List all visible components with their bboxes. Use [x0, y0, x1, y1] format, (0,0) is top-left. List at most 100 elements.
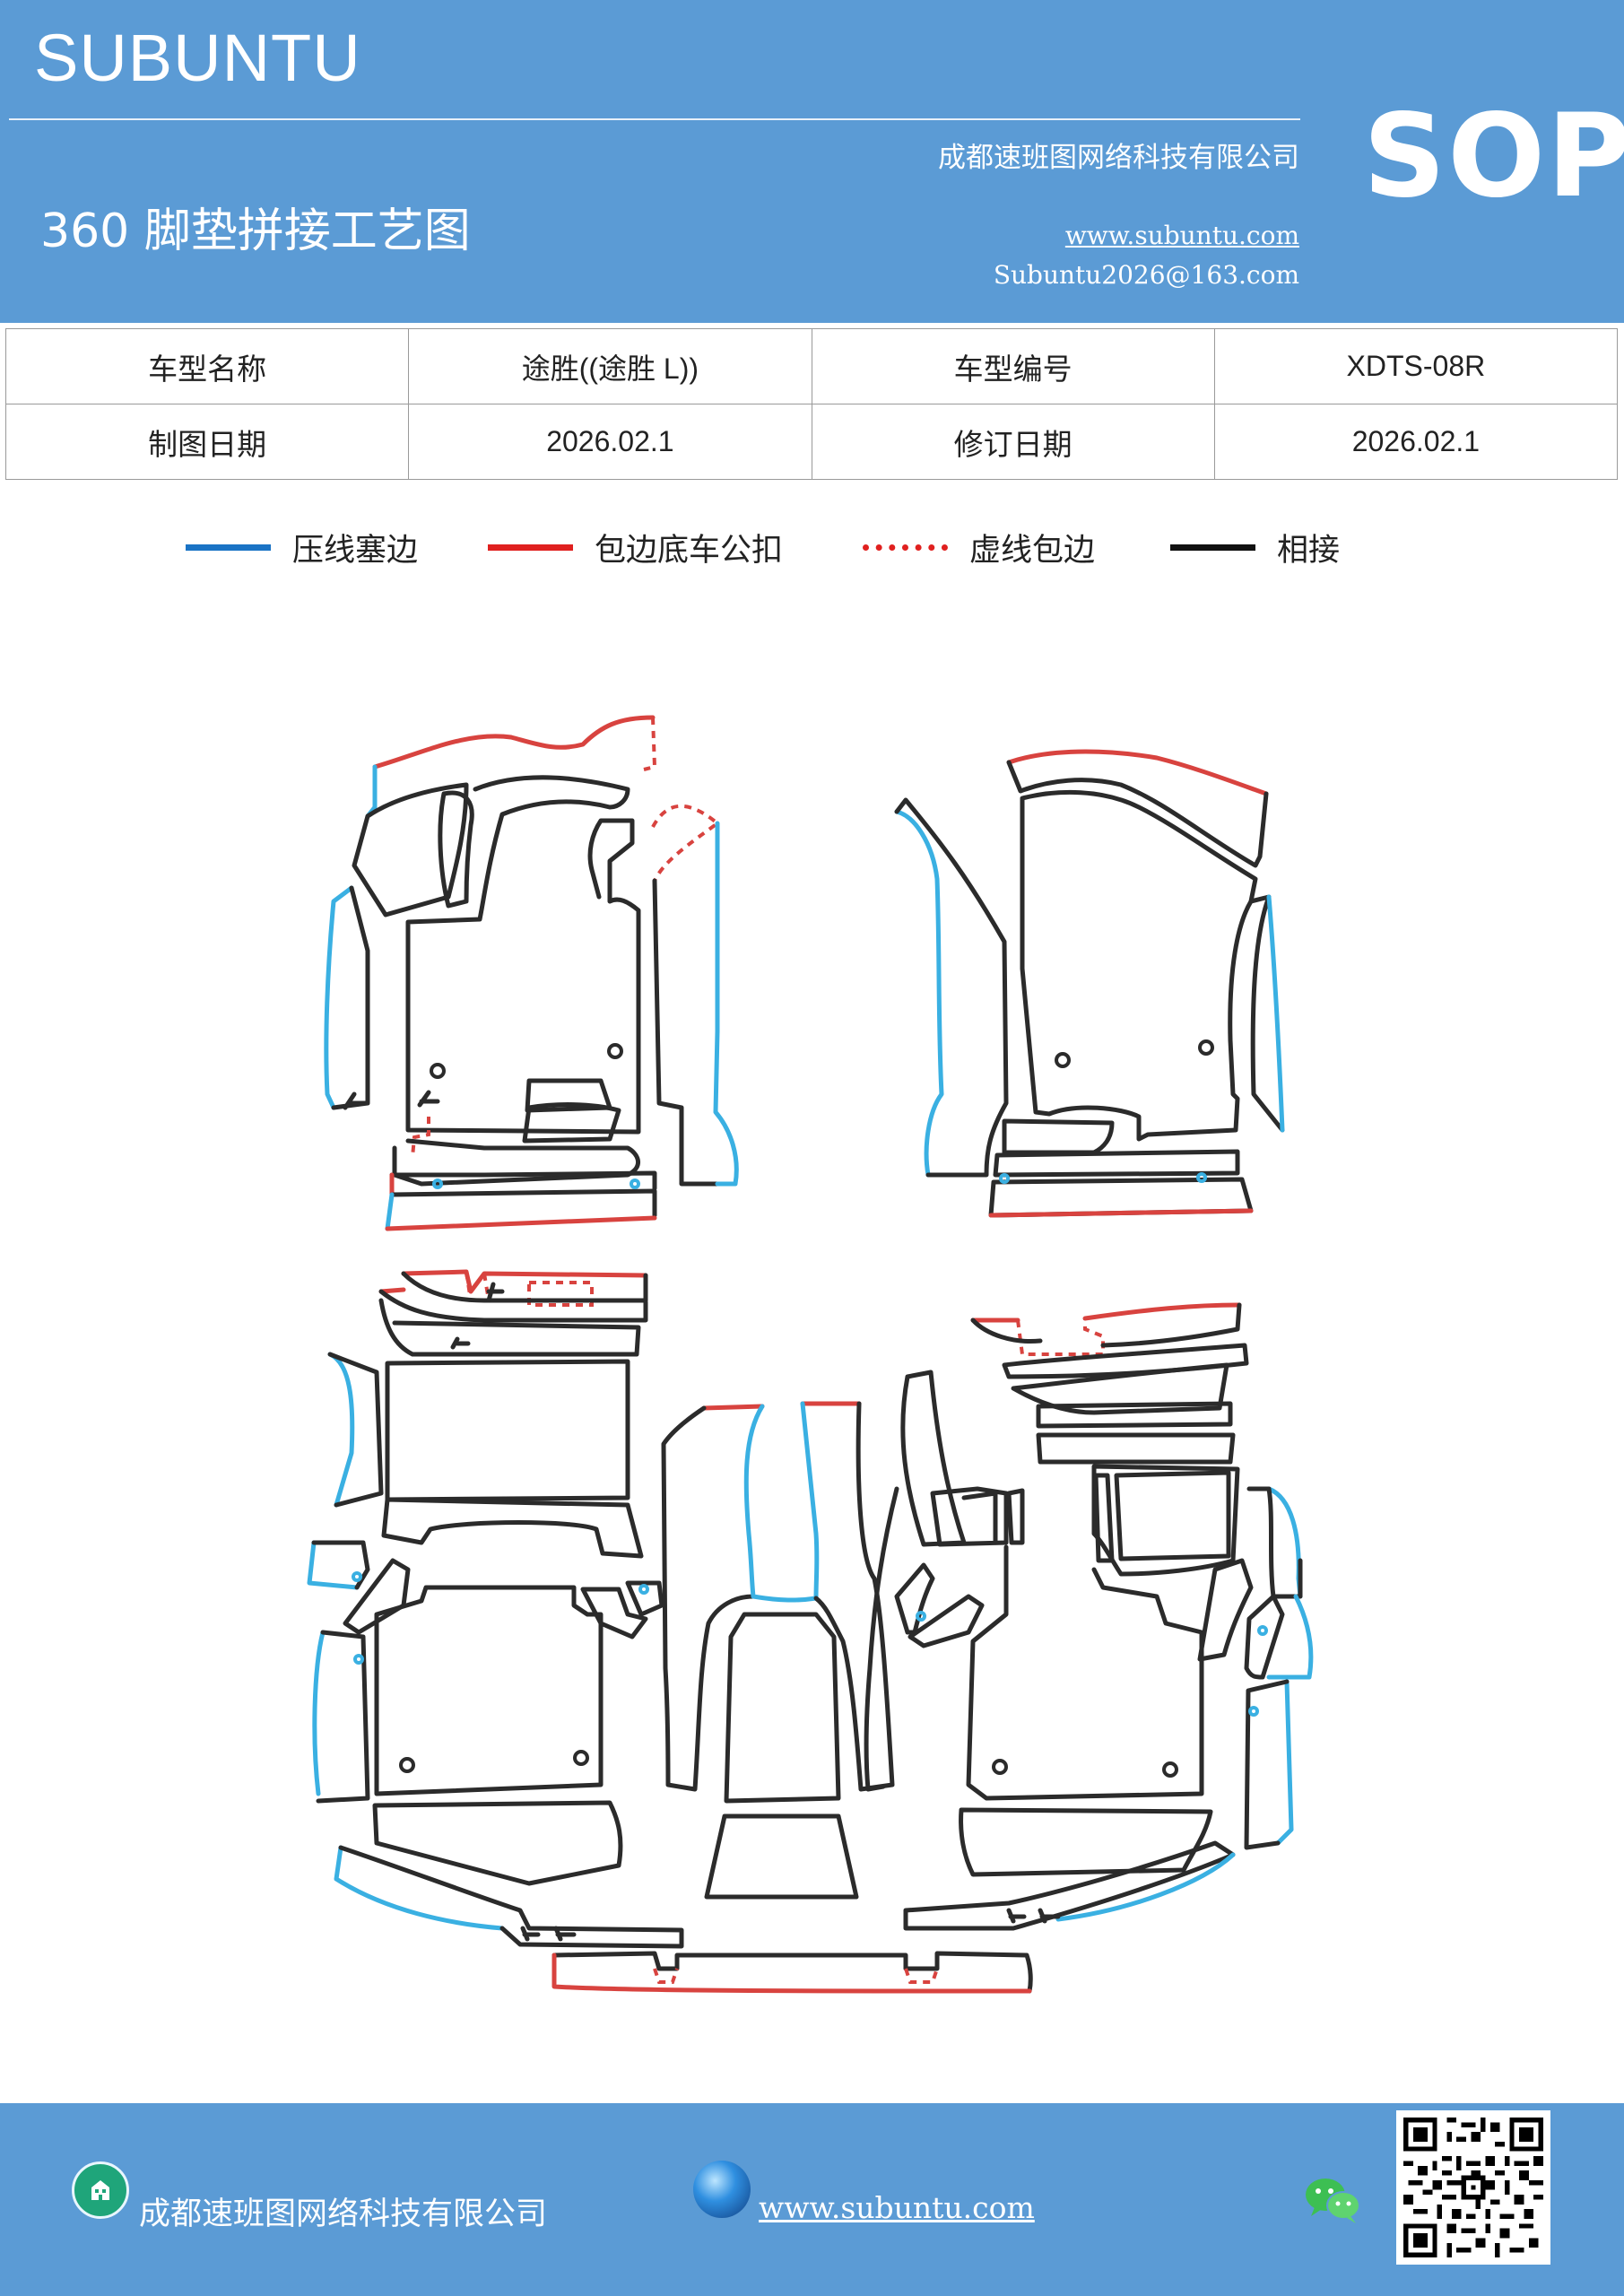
- panel-outline: [894, 797, 1009, 1178]
- panel-outline: [813, 1401, 895, 1792]
- panel-outline: [1246, 1486, 1303, 1599]
- panel-outline: [389, 1170, 657, 1191]
- legend-swatch-black: [1170, 544, 1255, 551]
- building-glyph: [91, 2180, 109, 2200]
- panel-outline: [343, 1558, 411, 1635]
- header-divider: [9, 118, 1300, 120]
- clip-hole: [352, 1571, 362, 1582]
- panel-outline: [1244, 1679, 1290, 1850]
- edge-blue: [385, 1192, 395, 1231]
- mat-hole: [1162, 1761, 1178, 1778]
- wechat-icon[interactable]: [1302, 2173, 1365, 2227]
- edge-red: [988, 1208, 1254, 1218]
- panel-outline: [864, 1486, 899, 1792]
- panel-outline: [966, 1544, 1204, 1801]
- panel-outline: [1248, 894, 1285, 1133]
- splice-mark: [450, 1282, 505, 1350]
- panel-outline: [661, 1405, 756, 1792]
- mat-splice-drawing: [0, 592, 1624, 2045]
- edge-blue: [312, 1630, 326, 1796]
- vehicle-info-table: 车型名称 途胜((途胜 L)) 车型编号 XDTS-08R 制图日期 2026.…: [4, 328, 1619, 480]
- edge-red-dotted: [465, 1271, 594, 1307]
- panel-outline: [1244, 1594, 1285, 1680]
- edge-red-dotted: [411, 1117, 430, 1158]
- edge-red-dotted: [643, 717, 657, 771]
- footer-company-name: 成都速班图网络科技有限公司: [139, 2196, 548, 2232]
- panel-outline: [1002, 1343, 1249, 1379]
- edge-blue: [713, 821, 739, 1187]
- edge-red-dotted: [651, 804, 721, 882]
- drawing-date-value: 2026.02.1: [408, 404, 812, 480]
- panel-outline: [894, 1562, 935, 1635]
- mat-hole: [399, 1757, 415, 1773]
- panel-outline: [993, 1149, 1240, 1178]
- qr-code[interactable]: [1396, 2110, 1550, 2265]
- heel-pad-outline: [522, 1102, 621, 1144]
- heel-pad-outline: [1002, 1118, 1115, 1155]
- mat-hole: [573, 1750, 589, 1766]
- edge-blue: [894, 809, 944, 1178]
- footer-banner: 成都速班图网络科技有限公司 www.subuntu.com: [0, 2103, 1624, 2296]
- splice-mark: [1006, 1908, 1061, 1924]
- clip-hole: [1248, 1706, 1259, 1717]
- edge-blue: [743, 1404, 819, 1603]
- panel-outline: [392, 1138, 640, 1187]
- mat-pattern-svg: [307, 715, 1314, 1994]
- revision-date-label: 修订日期: [811, 404, 1215, 480]
- panel-outline: [900, 1370, 967, 1547]
- revision-date-value: 2026.02.1: [1213, 404, 1619, 480]
- edge-red: [385, 1215, 657, 1231]
- clip-hole: [638, 1584, 649, 1595]
- vehicle-code-value: XDTS-08R: [1213, 328, 1619, 404]
- mat-hole: [607, 1043, 623, 1059]
- email-address: Subuntu2026@163.com: [993, 260, 1299, 290]
- panel-outline: [338, 1845, 684, 1949]
- website-link[interactable]: www.subuntu.com: [1064, 221, 1299, 250]
- footer-website-link[interactable]: www.subuntu.com: [759, 2190, 1035, 2225]
- globe-icon: [693, 2161, 751, 2218]
- panel-outline: [1020, 789, 1258, 1142]
- edge-red: [372, 715, 656, 770]
- panel-outline: [331, 885, 370, 1110]
- clip-hole: [353, 1654, 364, 1665]
- qr-code-pattern: [1403, 2118, 1543, 2257]
- panel-outline: [903, 1840, 1236, 1931]
- panel-outline: [652, 878, 720, 1187]
- legend-swatch-blue: [186, 544, 271, 551]
- panel-outline: [625, 1580, 664, 1617]
- rear-mat-set: [307, 1269, 1314, 1994]
- legend-item: 虚线包边: [863, 520, 1095, 574]
- panel-outline: [372, 1800, 623, 1886]
- legend-item: 相接: [1170, 520, 1340, 574]
- panel-outline: [1093, 1473, 1115, 1563]
- panel-outline: [327, 1352, 630, 1508]
- building-icon: [72, 2161, 129, 2219]
- clip-hole: [630, 1178, 640, 1189]
- legend-label: 虚线包边: [969, 532, 1096, 569]
- panel-outline: [352, 782, 469, 918]
- panel-outline: [389, 1188, 657, 1218]
- panel-outline: [930, 1486, 1009, 1547]
- panel-outline: [1006, 1488, 1025, 1545]
- header-banner: SUBUNTU 成都速班图网络科技有限公司 360 脚垫拼接工艺图 www.su…: [0, 0, 1624, 323]
- vehicle-name-label: 车型名称: [4, 328, 410, 404]
- edge-red-dotted: [653, 1968, 939, 1984]
- panel-outline: [1091, 1464, 1240, 1577]
- edge-red: [401, 1269, 648, 1294]
- panel-outline: [1036, 1401, 1233, 1429]
- front-right-mat: [894, 749, 1285, 1218]
- panel-outline: [1197, 1558, 1254, 1662]
- edge-blue: [800, 1401, 820, 1601]
- edge-red: [551, 1952, 1032, 1994]
- legend: 压线塞边 包边底车公扣 虚线包边 相接: [0, 520, 1624, 574]
- panel-outline: [580, 1587, 648, 1639]
- edge-blue: [324, 885, 354, 1110]
- legend-label: 包边底车公扣: [595, 532, 784, 569]
- legend-label: 压线塞边: [292, 532, 419, 569]
- edge-blue: [307, 1540, 360, 1590]
- edge-red: [1006, 749, 1269, 796]
- company-name: 成都速班图网络科技有限公司: [938, 142, 1299, 174]
- panel-outline: [438, 790, 474, 909]
- edge-blue: [1266, 894, 1285, 1133]
- panel-outline: [405, 775, 641, 1135]
